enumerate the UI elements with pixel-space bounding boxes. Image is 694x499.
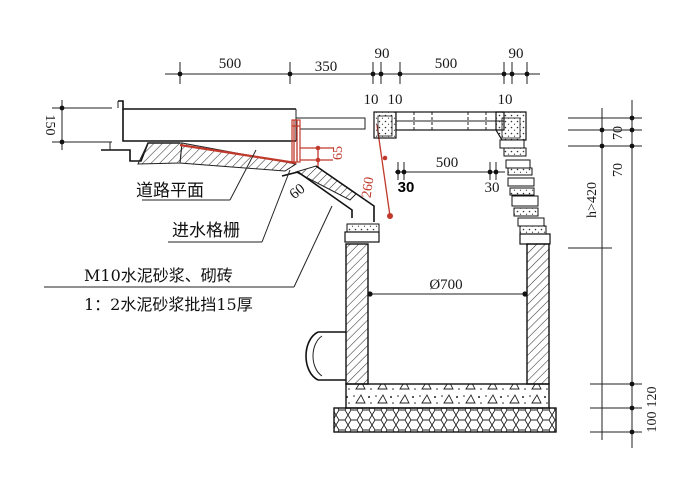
left-150-dimension: 150 <box>42 100 112 150</box>
outlet-pipe <box>305 331 346 381</box>
angle-60: 60 <box>287 181 309 203</box>
dim-h: h>420 <box>585 182 600 218</box>
dim-10-b: 10 <box>388 92 403 108</box>
top-dimension-chain: 500 350 90 500 90 10 10 10 <box>165 46 540 108</box>
dim-10-a: 10 <box>364 92 379 108</box>
diameter-dimension: Ø700 <box>367 277 528 297</box>
riser-bricks-right <box>499 139 551 245</box>
mid-500-dimension: 500 30 30 <box>395 155 505 196</box>
label-road-surface: 道路平面 <box>136 181 204 201</box>
dim-65: 65 <box>331 146 346 160</box>
dim-90-left: 90 <box>375 46 390 62</box>
inlet-grate <box>291 119 301 163</box>
road-slab <box>101 100 366 172</box>
label-mortar-brick: M10水泥砂浆、砌砖 <box>84 266 233 285</box>
dim-10-right: 10 <box>498 92 513 108</box>
well-base <box>333 383 557 433</box>
dim-30-left: 30 <box>398 179 415 196</box>
dim-350: 350 <box>315 59 338 75</box>
dim-260: 260 <box>360 176 378 199</box>
dim-30-right: 30 <box>485 180 500 196</box>
dim-diameter: Ø700 <box>429 277 462 293</box>
dim-500-left: 500 <box>219 56 242 72</box>
dim-500-right: 500 <box>435 56 458 72</box>
riser-bricks-left <box>344 223 380 243</box>
right-dimension-chain: 70 70 h>420 120 100 <box>568 100 660 448</box>
dim-90-right: 90 <box>509 46 524 62</box>
label-inlet-grate: 进水格栅 <box>172 221 240 241</box>
dim-100: 100 <box>645 412 660 433</box>
well-cover <box>373 111 527 141</box>
label-plaster: 1：2水泥砂浆批挡15厚 <box>84 295 253 314</box>
dim-120: 120 <box>645 387 660 408</box>
dim-150: 150 <box>42 115 57 136</box>
annotations: 道路平面 进水格栅 M10水泥砂浆、砌砖 1：2水泥砂浆批挡15厚 <box>44 149 333 314</box>
dim-500-mid: 500 <box>436 155 459 171</box>
dim-70-a: 70 <box>611 126 626 140</box>
dim-70-b: 70 <box>611 163 626 177</box>
red-260-dimension: 260 <box>360 124 393 219</box>
well-walls <box>345 243 550 385</box>
red-65-dimension: 65 <box>300 145 346 168</box>
